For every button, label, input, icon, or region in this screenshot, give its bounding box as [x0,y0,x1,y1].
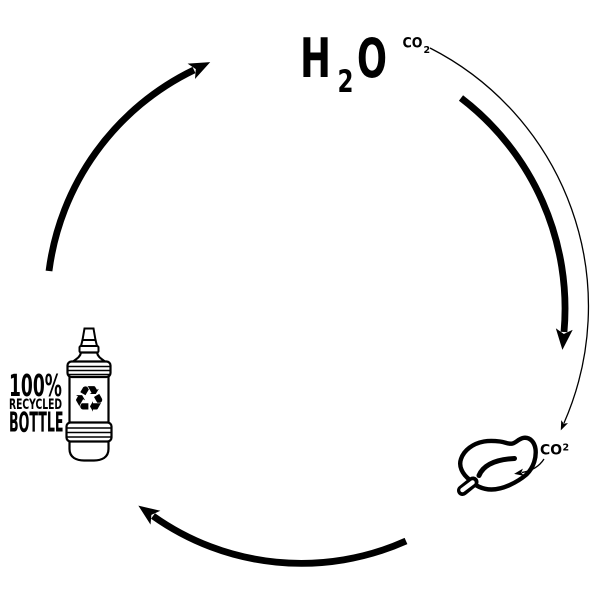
cycle-arrow-bottle-to-h2o [45,62,211,272]
bottle-rib-band-top [66,360,112,379]
co2-top-text: CO [403,36,423,52]
h2o-o: O [357,27,387,90]
bottle-cap-top [81,327,97,341]
co2-leaf-text: CO [540,443,562,459]
co2-leaf-superscript: 2 [563,443,570,454]
cycle-arrow-h2o-to-leaf [458,95,573,350]
cycle-arrow-leaf-to-bottle [138,505,408,567]
leaf-vein [476,456,517,478]
bottle-caption-bottle: BOTTLE [9,407,64,439]
leaf-outline [458,435,538,492]
bottle-caption-100: 100% [9,369,62,404]
bottle-caption-recycled: RECYCLED [9,397,62,413]
co2-flow-arrow [429,47,590,431]
co2-top-label: CO2 [403,36,431,57]
leaf-icon [457,435,538,496]
bottle-icon: ♻ [65,327,113,462]
leaf-stem-inner [460,480,475,493]
h2o-label: H 2 O [300,27,387,100]
bottle-rib-lines-top [67,365,111,376]
recycle-icon: ♻ [73,380,105,421]
bottle-rib-lines-bottom [66,427,112,438]
h2o-subscript: 2 [338,64,354,100]
co2-leaf-label: CO2 [540,443,569,459]
co2-top-subscript: 2 [424,45,431,56]
h2o-h: H [300,27,331,90]
co2-into-leaf-arrow [514,458,545,476]
bottle-caption: 100% RECYCLED BOTTLE [9,369,64,439]
